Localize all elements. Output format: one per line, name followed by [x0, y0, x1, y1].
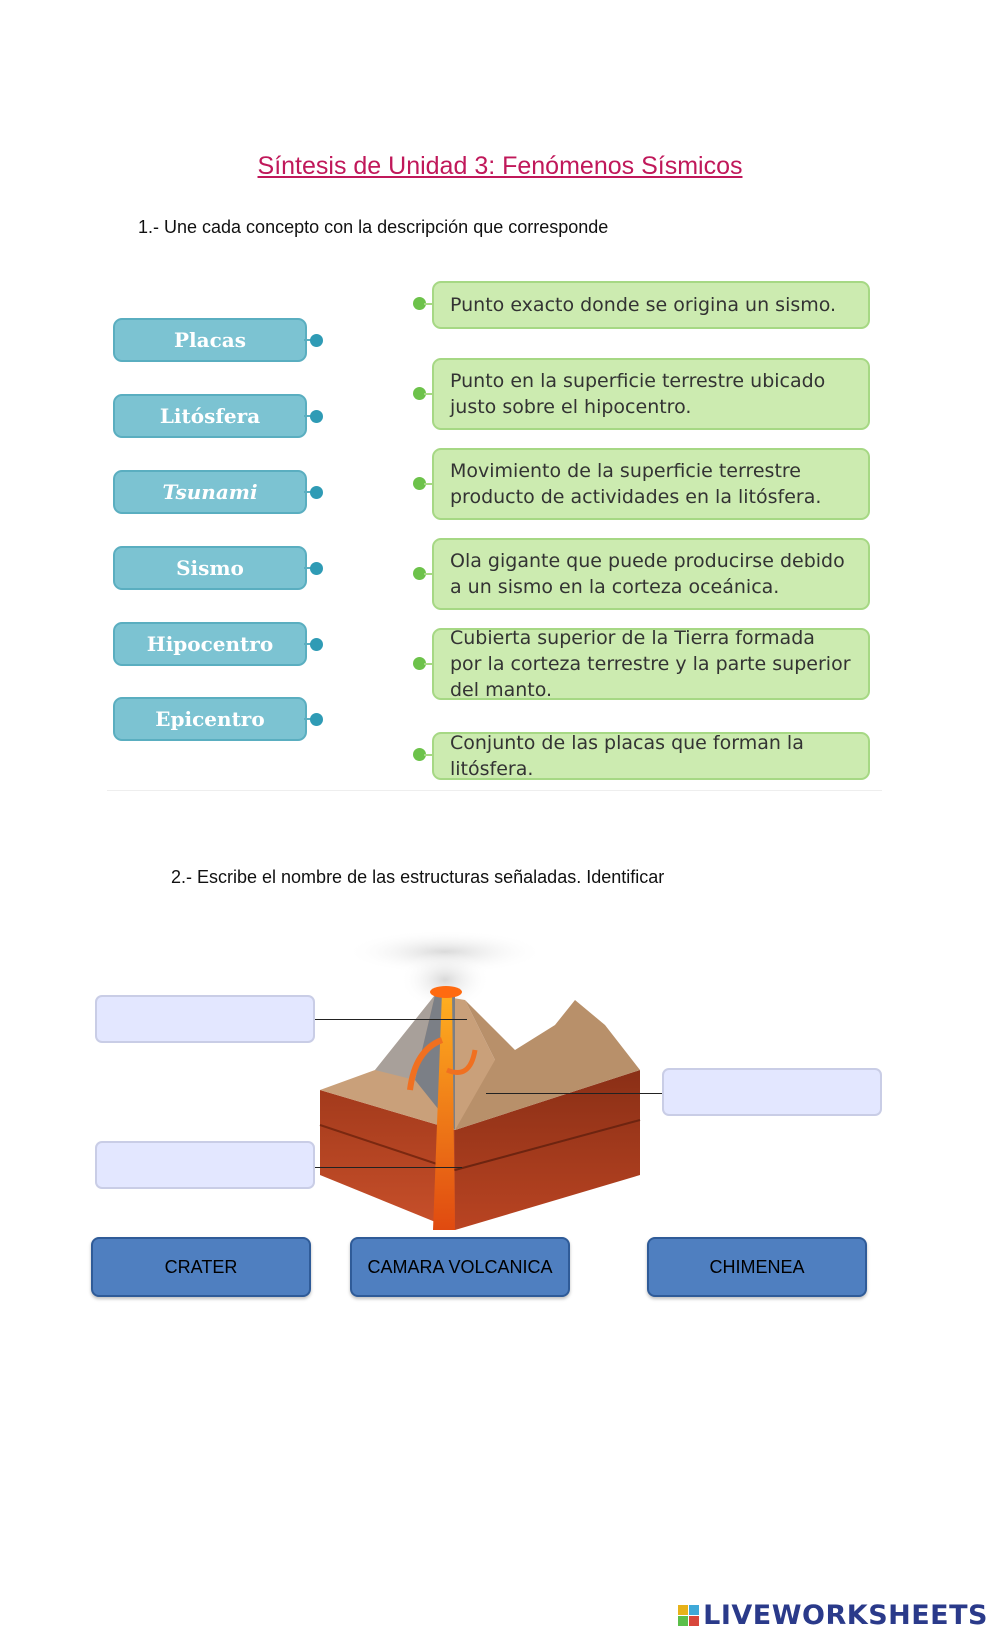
connector-dot-description-2[interactable]: [413, 387, 426, 400]
connector-line: [304, 491, 312, 493]
connector-line: [424, 303, 434, 305]
logo-grid-icon: [678, 1605, 700, 1626]
connector-dot-concept-1[interactable]: [310, 334, 323, 347]
connector-dot-concept-4[interactable]: [310, 562, 323, 575]
word-chip-crater[interactable]: CRATER: [91, 1237, 311, 1297]
connector-dot-description-3[interactable]: [413, 477, 426, 490]
question-2: 2.- Escribe el nombre de las estructuras…: [171, 867, 665, 887]
description-text: Cubierta superior de la Tierra formada p…: [450, 627, 851, 701]
connector-dot-concept-5[interactable]: [310, 638, 323, 651]
connector-dot-description-4[interactable]: [413, 567, 426, 580]
description-text: Movimiento de la superficie terrestre pr…: [450, 460, 822, 508]
concept-sismo[interactable]: Sismo: [113, 546, 307, 590]
description-5[interactable]: Cubierta superior de la Tierra formada p…: [432, 627, 870, 701]
connector-dot-concept-3[interactable]: [310, 486, 323, 499]
connector-dot-description-5[interactable]: [413, 657, 426, 670]
description-text: Ola gigante que puede producirse debido …: [450, 550, 845, 598]
connector-line: [304, 415, 312, 417]
liveworksheets-logo: LIVEWORKSHEETS: [678, 1600, 988, 1631]
description-text: Conjunto de las placas que forman la lit…: [450, 732, 804, 780]
pointer-line: [312, 1019, 467, 1020]
description-1[interactable]: Punto exacto donde se origina un sismo.: [432, 281, 870, 329]
description-6[interactable]: Conjunto de las placas que forman la lit…: [432, 732, 870, 780]
description-2[interactable]: Punto en la superficie terrestre ubicado…: [432, 358, 870, 430]
section-divider: [107, 790, 882, 791]
connector-line: [424, 754, 434, 756]
connector-line: [424, 393, 434, 395]
connector-line: [424, 573, 434, 575]
pointer-line: [312, 1167, 462, 1168]
description-text: Punto exacto donde se origina un sismo.: [450, 294, 837, 316]
description-4[interactable]: Ola gigante que puede producirse debido …: [432, 538, 870, 610]
answer-field-2[interactable]: [662, 1068, 882, 1116]
connector-line: [424, 663, 434, 665]
page-title: Síntesis de Unidad 3: Fenómenos Sísmicos: [257, 152, 743, 180]
answer-field-1[interactable]: [95, 995, 315, 1043]
connector-line: [304, 339, 312, 341]
connector-dot-concept-6[interactable]: [310, 713, 323, 726]
word-chip-chimenea[interactable]: CHIMENEA: [647, 1237, 867, 1297]
connector-dot-description-6[interactable]: [413, 748, 426, 761]
connector-line: [304, 718, 312, 720]
concept-placas-tectonicas[interactable]: Placas tectónicas: [113, 318, 307, 392]
concept-hipocentro[interactable]: Hipocentro: [113, 622, 307, 666]
description-3[interactable]: Movimiento de la superficie terrestre pr…: [432, 448, 870, 520]
connector-line: [304, 643, 312, 645]
answer-field-3[interactable]: [95, 1141, 315, 1189]
word-chip-camara-volcanica[interactable]: CAMARA VOLCANICA: [350, 1237, 570, 1297]
volcano-illustration: [319, 930, 641, 1230]
concept-epicentro[interactable]: Epicentro: [113, 697, 307, 741]
concept-tsunami[interactable]: Tsunami: [113, 470, 307, 514]
pointer-line: [486, 1093, 662, 1094]
description-text: Punto en la superficie terrestre ubicado…: [450, 370, 826, 418]
connector-line: [424, 483, 434, 485]
logo-text: LIVEWORKSHEETS: [703, 1600, 988, 1631]
connector-line: [304, 567, 312, 569]
concept-litosfera[interactable]: Litósfera: [113, 394, 307, 438]
connector-dot-concept-2[interactable]: [310, 410, 323, 423]
connector-dot-description-1[interactable]: [413, 297, 426, 310]
question-1: 1.- Une cada concepto con la descripción…: [138, 217, 609, 237]
